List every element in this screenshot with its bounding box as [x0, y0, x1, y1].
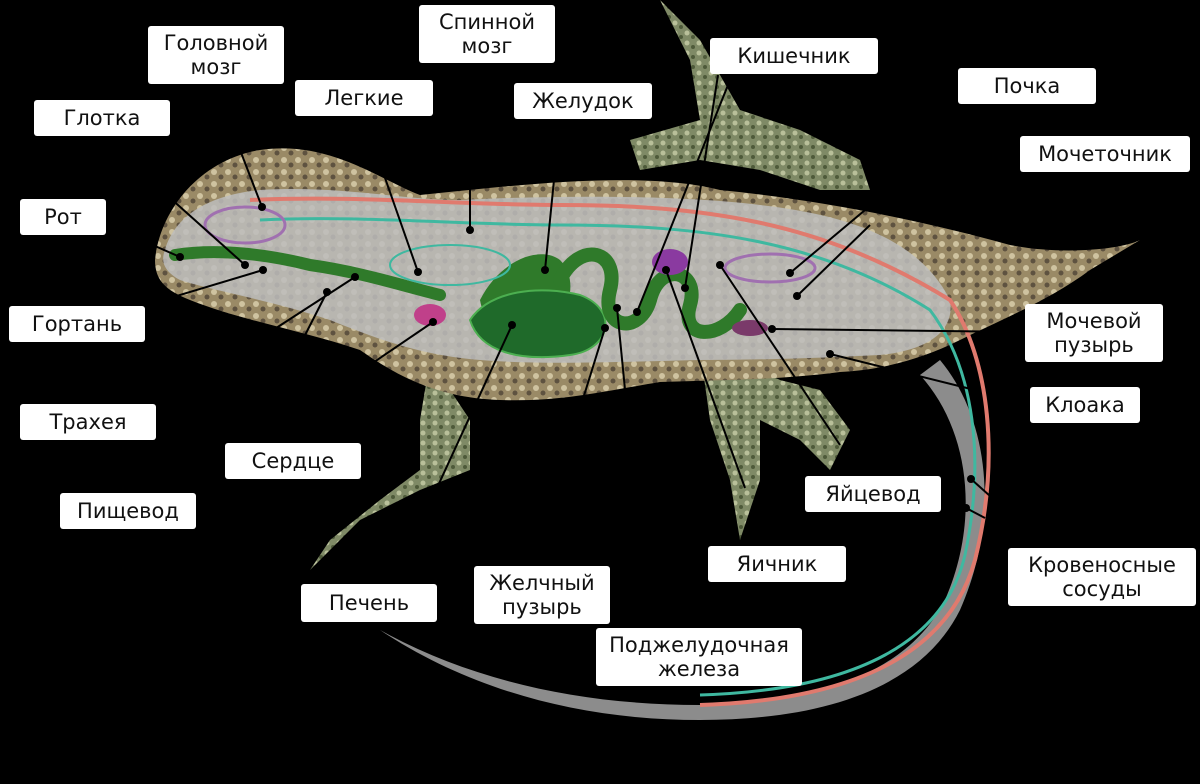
kidney-shape — [723, 252, 817, 284]
label-trachea: Трахея — [20, 404, 156, 440]
spinal-cord-line — [249, 196, 991, 707]
hind-leg-lower — [700, 350, 850, 540]
label-gall-bladder: Желчный пузырь — [474, 566, 610, 624]
label-liver: Печень — [301, 584, 437, 622]
hind-leg-upper — [630, 0, 870, 190]
label-brain: Головной мозг — [148, 26, 284, 84]
blood-vessel-line — [259, 217, 977, 697]
label-blood-vessels: Кровеносные сосуды — [1008, 548, 1196, 606]
label-esophagus: Пищевод — [60, 493, 196, 529]
label-ureter: Мочеточник — [1020, 136, 1190, 172]
lungs-shape — [389, 244, 511, 286]
label-lungs: Легкие — [295, 80, 433, 116]
label-heart: Сердце — [225, 443, 361, 479]
leader-dots — [176, 203, 975, 512]
heart-shape — [414, 304, 446, 326]
intestine-coils — [553, 247, 747, 339]
esophagus-tube — [169, 246, 446, 301]
limbs — [310, 0, 870, 570]
label-bladder: Мочевой пузырь — [1025, 304, 1163, 362]
front-leg — [310, 360, 470, 570]
label-pharynx: Глотка — [34, 100, 170, 136]
label-ovary: Яичник — [708, 546, 846, 582]
brain-shape — [203, 205, 287, 245]
label-cloaca: Клоака — [1030, 387, 1140, 423]
label-mouth: Рот — [20, 199, 106, 235]
label-kidney: Почка — [958, 68, 1096, 104]
ovary-shape — [652, 249, 688, 275]
organs — [169, 196, 991, 707]
label-intestine: Кишечник — [710, 38, 878, 74]
label-pancreas: Поджелудочная железа — [596, 628, 802, 686]
label-oviduct: Яйцевод — [805, 476, 941, 512]
label-larynx: Гортань — [9, 306, 145, 342]
label-spinal-cord: Спинной мозг — [419, 5, 555, 63]
label-stomach: Желудок — [514, 83, 652, 119]
